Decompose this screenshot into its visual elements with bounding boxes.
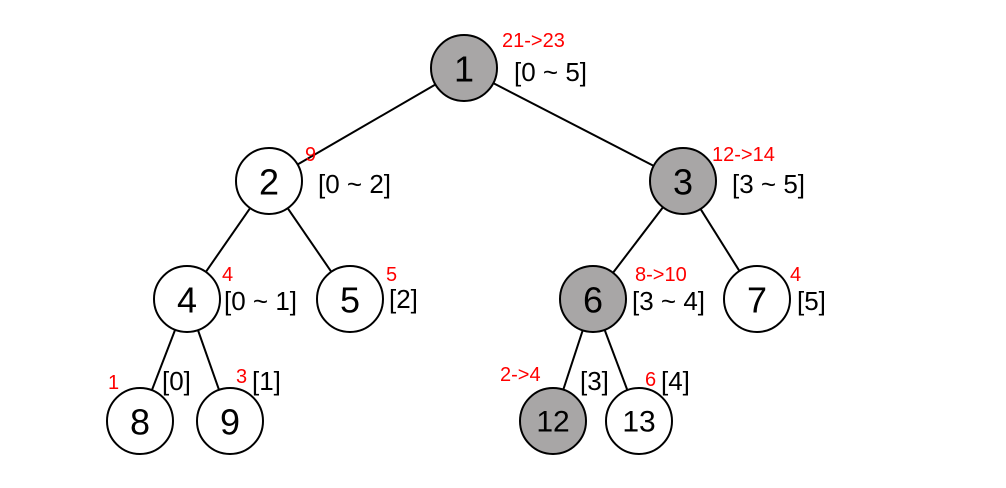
node-label-4: 4: [177, 280, 197, 321]
range-label-6: [3 ~ 4]: [632, 286, 705, 316]
node-circle-12: [519, 387, 587, 455]
node-label-5: 5: [340, 280, 360, 321]
edge-4-8: [150, 329, 177, 391]
tree-node-13: 13: [605, 387, 673, 455]
edge-6-12: [562, 330, 584, 390]
sum-label-4: 4: [222, 264, 233, 286]
edge-3-7: [699, 208, 741, 272]
sum-label-3: 12->14: [712, 144, 775, 166]
range-label-2: [0 ~ 2]: [318, 169, 391, 199]
edges-layer: [150, 82, 741, 391]
sum-label-9: 3: [236, 366, 247, 388]
tree-node-9: 9: [196, 387, 264, 455]
tree-node-2: 2: [235, 147, 303, 215]
tree-node-3: 3: [649, 147, 717, 215]
tree-node-1: 1: [430, 34, 498, 102]
sum-label-7: 4: [790, 264, 801, 286]
node-label-1: 1: [454, 49, 474, 90]
node-circle-13: [605, 387, 673, 455]
sum-label-13: 6: [645, 369, 656, 391]
edge-3-6: [612, 206, 664, 274]
range-label-1: [0 ~ 5]: [514, 57, 587, 87]
range-label-4: [0 ~ 1]: [224, 286, 297, 316]
range-label-13: [4]: [661, 366, 690, 396]
tree-node-8: 8: [106, 387, 174, 455]
range-label-3: [3 ~ 5]: [732, 169, 805, 199]
sum-label-2: 9: [305, 144, 316, 166]
edge-1-2: [297, 83, 436, 166]
tree-node-7: 7: [723, 265, 791, 333]
node-circle-3: [649, 147, 717, 215]
tree-node-4: 4: [153, 265, 221, 333]
sum-label-1: 21->23: [502, 30, 565, 52]
range-label-9: [1]: [252, 366, 281, 396]
node-label-8: 8: [130, 402, 150, 443]
range-label-12: [3]: [580, 366, 609, 396]
node-label-7: 7: [747, 280, 767, 321]
node-circle-2: [235, 147, 303, 215]
range-label-7: [5]: [797, 286, 826, 316]
edge-6-13: [603, 329, 629, 391]
labels-layer: [0 ~ 5] 21->23 [0 ~ 2]9 [3 ~ 5] 12->14 [0 ~ 1…: [108, 30, 826, 396]
edge-1-3: [492, 82, 655, 167]
node-label-6: 6: [583, 280, 603, 321]
node-circle-9: [196, 387, 264, 455]
edge-4-9: [197, 329, 220, 391]
range-label-8: [0]: [162, 366, 191, 396]
edge-2-5: [286, 207, 333, 273]
sum-label-12: 2->4: [500, 364, 541, 386]
node-label-13: 13: [622, 406, 655, 439]
node-circle-1: [430, 34, 498, 102]
edge-2-4: [205, 207, 251, 273]
tree-node-6: 6: [559, 265, 627, 333]
node-circle-7: [723, 265, 791, 333]
node-circle-6: [559, 265, 627, 333]
sum-label-6: 8->10: [635, 264, 687, 286]
node-label-9: 9: [220, 402, 240, 443]
tree-node-5: 5: [316, 265, 384, 333]
range-label-5: [2]: [389, 284, 418, 314]
node-circle-8: [106, 387, 174, 455]
node-circle-5: [316, 265, 384, 333]
sum-label-8: 1: [108, 372, 119, 394]
sum-label-5: 5: [386, 264, 397, 286]
tree-node-12: 12: [519, 387, 587, 455]
node-label-3: 3: [673, 162, 693, 203]
node-circle-4: [153, 265, 221, 333]
node-label-12: 12: [536, 406, 569, 439]
node-label-2: 2: [259, 162, 279, 203]
